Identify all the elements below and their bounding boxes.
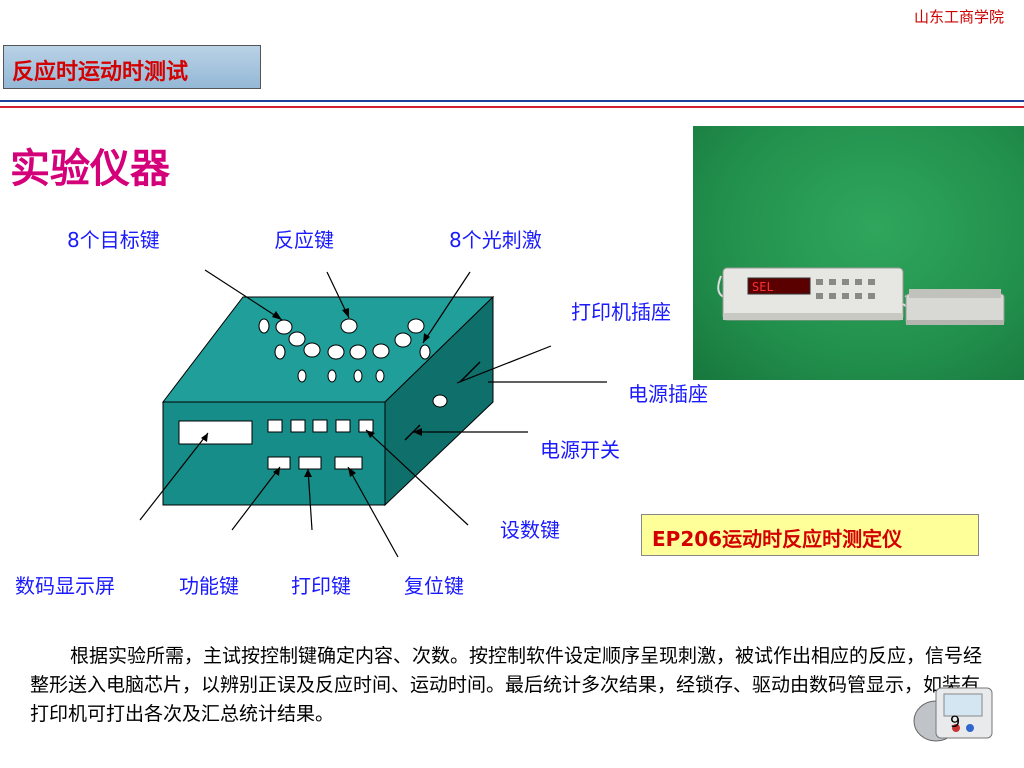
device-caption: EP206运动时反应时测定仪 [641,514,979,556]
page-number: 9 [950,712,961,731]
power-socket-hole [432,394,448,408]
device-photo-drawing: SEL [717,267,1005,325]
topic-title: 反应时运动时测试 [12,60,189,85]
label-light-stimuli: 8个光刺激 [449,228,542,252]
pointer-arrowheads [201,308,430,477]
label-power-socket: 电源插座 [628,382,708,406]
pointer-lines [139,269,607,558]
header-divider-red [0,106,1024,108]
label-function-key: 功能键 [179,574,239,598]
control-keys-row [267,456,363,470]
label-power-switch: 电源开关 [540,438,620,462]
label-reset-key: 复位键 [404,574,464,598]
section-title: 实验仪器 [10,146,170,192]
label-print-key: 打印键 [291,574,351,598]
set-keys-row [267,419,374,433]
switch-slot [404,424,421,441]
label-display: 数码显示屏 [15,574,115,598]
label-target-keys: 8个目标键 [67,228,160,252]
school-name: 山东工商学院 [913,8,1004,26]
printer-socket-slot [459,361,481,383]
description-paragraph: 根据实验所需，主试按控制键确定内容、次数。按控制软件设定顺序呈现刺激，被试作出相… [30,645,983,725]
label-reaction-key: 反应键 [274,228,334,252]
display-window [178,420,253,445]
box-front-face [162,401,386,506]
device-display-text: SEL [752,280,774,294]
top-oval-keys [258,318,431,383]
topic-banner: 反应时运动时测试 [3,45,261,89]
label-set-key: 设数键 [500,518,560,542]
device-photo: SEL [693,126,1024,380]
monitor-device-icon [913,687,993,742]
label-printer-socket: 打印机插座 [571,300,671,324]
header-divider-blue [0,100,1024,102]
